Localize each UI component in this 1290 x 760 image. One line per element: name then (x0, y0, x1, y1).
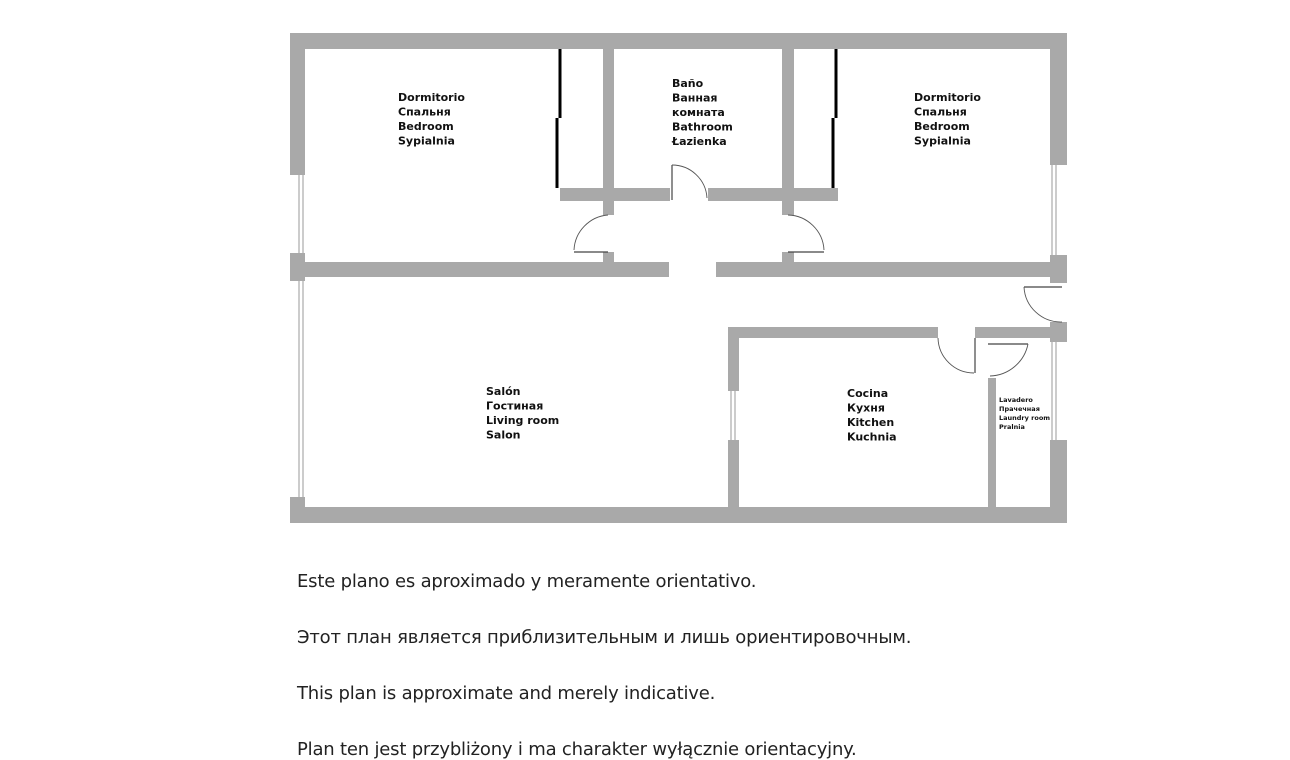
label-bedroom-right: Dormitorio Спальня Bedroom Sypialnia (914, 91, 985, 148)
walls (290, 33, 1067, 523)
wall-bath-left (603, 33, 614, 215)
disclaimer-english: This plan is approximate and merely indi… (297, 683, 716, 704)
disclaimer-spanish: Este plano es aproximado y meramente ori… (297, 571, 757, 592)
outer-wall-right-lower (1050, 440, 1067, 523)
doors (573, 164, 1063, 377)
outer-wall-left-lower (290, 497, 305, 523)
wall-bath-right-stub (782, 252, 794, 277)
outer-wall-left-upper (290, 33, 305, 175)
wall-kitchen-left-lower (728, 440, 739, 523)
wall-bath-bottom-left (560, 188, 670, 201)
wall-laundry-left (988, 378, 996, 523)
wall-kitchen-left-upper (728, 327, 739, 391)
wall-bath-left-stub (603, 252, 614, 277)
outer-wall-top (290, 33, 1067, 49)
outer-wall-right-laundry (1050, 322, 1067, 342)
closets (555, 49, 838, 188)
wall-living-top-left (290, 262, 669, 277)
wall-kitchen-top-right (975, 327, 1050, 338)
label-bedroom-left: Dormitorio Спальня Bedroom Sypialnia (398, 91, 469, 148)
wall-kitchen-top (728, 327, 938, 338)
disclaimer-russian: Этот план является приблизительным и лиш… (297, 627, 912, 648)
outer-wall-right-upper (1050, 33, 1067, 165)
label-laundry: Lavadero Прачечная Laundry room Pralnia (999, 396, 1052, 431)
disclaimer-polish: Plan ten jest przybliżony i ma charakter… (297, 739, 857, 760)
label-bathroom: Baño Ванная комната Bathroom Łazienka (671, 77, 737, 148)
wall-bath-right (782, 33, 794, 215)
windows (298, 165, 1057, 497)
wall-living-top-right (716, 262, 1067, 277)
label-living-room: Salón Гостиная Living room Salon (486, 385, 563, 442)
floor-plan: Dormitorio Спальня Bedroom Sypialnia Bañ… (290, 33, 1067, 523)
outer-wall-bottom (290, 507, 1067, 523)
label-kitchen: Cocina Кухня Kitchen Kuchnia (847, 387, 898, 444)
wall-bath-bottom-right (708, 188, 838, 201)
